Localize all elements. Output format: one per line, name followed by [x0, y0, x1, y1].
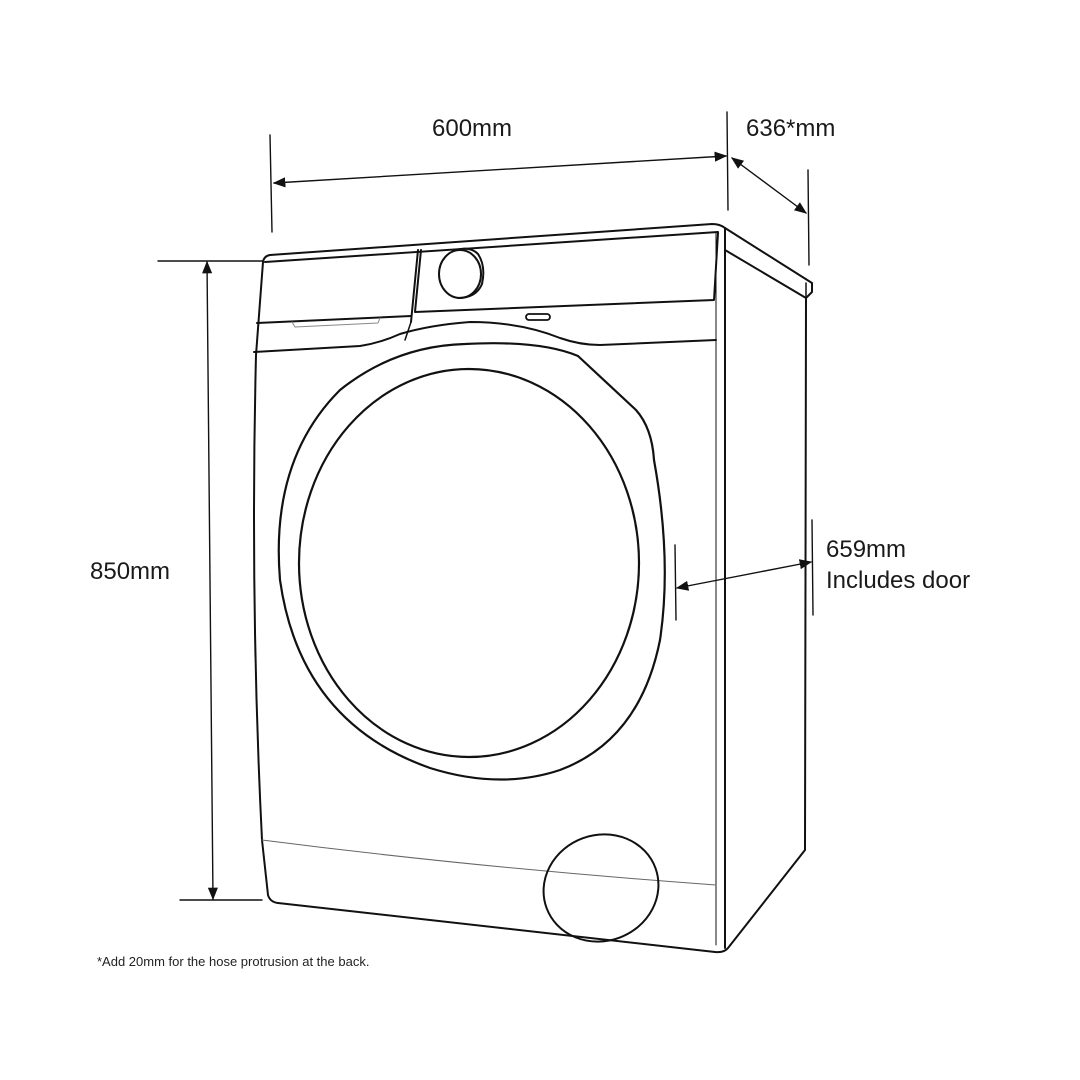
depth-tick: [807, 169, 810, 266]
height-arrow: [202, 260, 218, 901]
width-label: 600mm: [432, 115, 513, 142]
door-depth-note: Includes door: [826, 567, 971, 594]
footnote: *Add 20mm for the hose protrusion at the…: [97, 954, 370, 969]
door-depth-tick-right: [811, 519, 814, 616]
depth-arrow: [730, 157, 808, 214]
height-label: 850mm: [90, 558, 171, 585]
door-depth-tick-left: [674, 544, 677, 621]
door-depth-label: 659mm: [826, 536, 907, 563]
door: [277, 342, 666, 781]
width-arrow: [272, 151, 728, 188]
width-tick-left: [269, 134, 273, 233]
door-depth-arrow: [675, 559, 813, 591]
power-button: [525, 313, 551, 321]
kickplate-line: [261, 839, 717, 886]
filter-cover: [542, 833, 660, 943]
width-tick-right: [726, 111, 729, 211]
dimension-lines: [157, 111, 814, 901]
control-panel: [253, 232, 719, 353]
program-dial: [438, 247, 485, 299]
machine-body: [253, 223, 813, 954]
depth-label: 636*mm: [746, 115, 836, 142]
